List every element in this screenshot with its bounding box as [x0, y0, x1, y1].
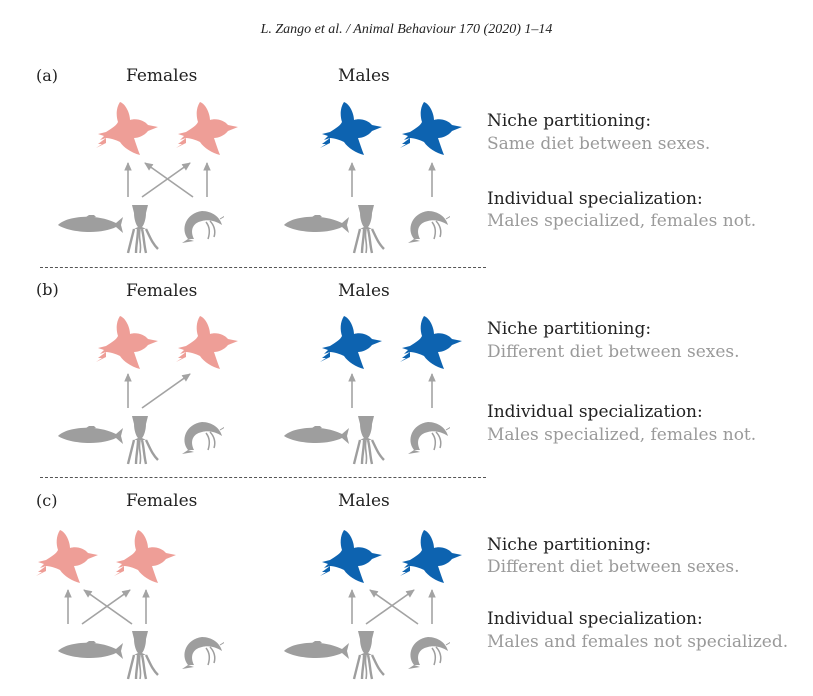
- squid-icon: [128, 205, 158, 253]
- shrimp-icon: [182, 422, 230, 454]
- fish-icon: [58, 213, 123, 233]
- seabird-icon: [176, 102, 238, 155]
- squid-icon: [128, 631, 158, 679]
- arrow-icon: [142, 163, 190, 197]
- arrow-icon: [366, 590, 414, 624]
- seabird-icon: [96, 316, 158, 369]
- seabird-icon: [176, 316, 238, 369]
- shrimp-icon: [182, 211, 230, 243]
- arrow-icon: [82, 590, 130, 624]
- arrow-icon: [84, 590, 132, 624]
- arrow-icon: [142, 374, 190, 408]
- seabird-icon: [320, 102, 382, 155]
- seabird-icon: [320, 316, 382, 369]
- arrow-icon: [370, 590, 418, 624]
- panel-b-diagram: [58, 316, 462, 464]
- shrimp-icon: [408, 422, 456, 454]
- fish-icon: [284, 424, 349, 444]
- squid-icon: [354, 631, 384, 679]
- seabird-icon: [114, 530, 176, 583]
- arrow-icon: [145, 163, 193, 197]
- seabird-icon: [36, 530, 98, 583]
- seabird-icon: [320, 530, 382, 583]
- seabird-icon: [400, 316, 462, 369]
- fish-icon: [284, 213, 349, 233]
- squid-icon: [354, 205, 384, 253]
- fish-icon: [58, 639, 123, 659]
- squid-icon: [354, 416, 384, 464]
- seabird-icon: [96, 102, 158, 155]
- panel-c-diagram: [36, 530, 462, 679]
- shrimp-icon: [408, 637, 456, 669]
- panel-a-diagram: [58, 102, 462, 253]
- shrimp-icon: [182, 637, 230, 669]
- fish-icon: [284, 639, 349, 659]
- shrimp-icon: [408, 211, 456, 243]
- seabird-icon: [400, 530, 462, 583]
- fish-icon: [58, 424, 123, 444]
- squid-icon: [128, 416, 158, 464]
- seabird-icon: [400, 102, 462, 155]
